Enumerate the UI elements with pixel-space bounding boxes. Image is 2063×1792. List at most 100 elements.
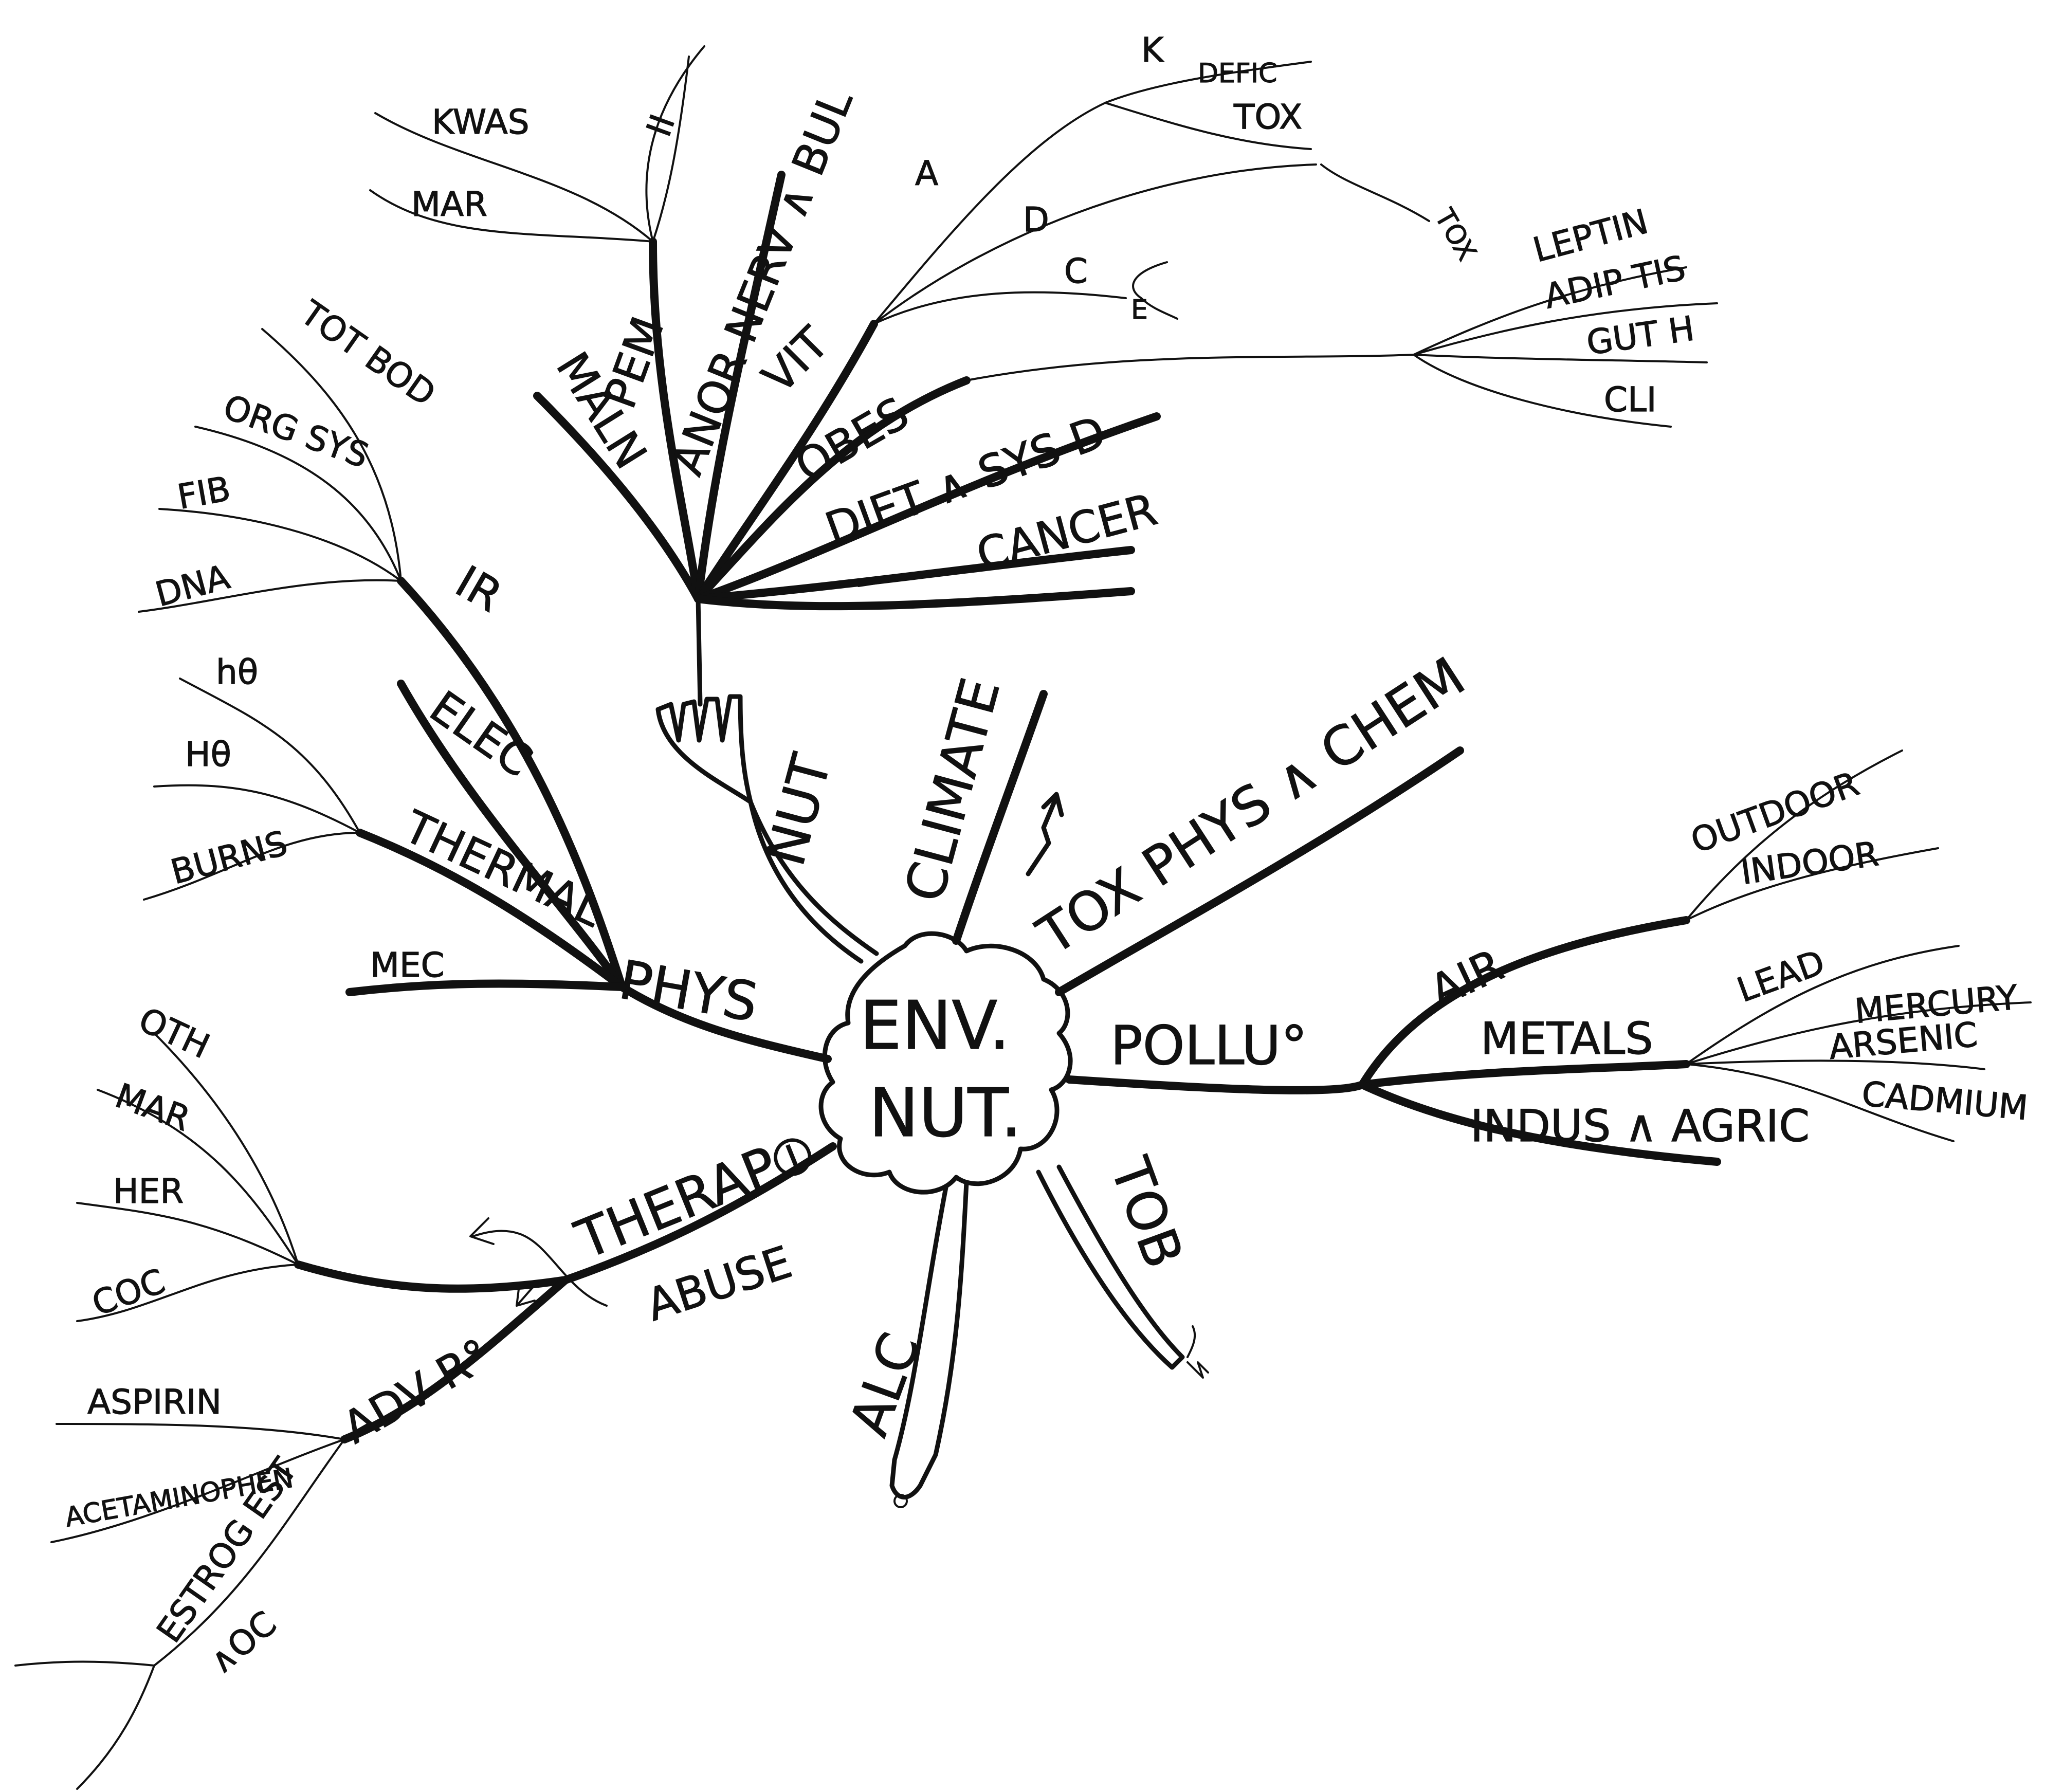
lead-line (1685, 945, 1960, 1065)
vit-d-line (873, 163, 1317, 325)
adv-label: ADV R° (335, 1329, 500, 1454)
gut-line (1413, 354, 1708, 363)
burns-label: BURNS (167, 823, 291, 892)
vit-c-line (873, 291, 1127, 325)
her-line (76, 1202, 299, 1266)
ho-high-label: Hθ (185, 735, 231, 774)
estrog-tail-line (14, 1660, 155, 1667)
tob-label: TOB (1098, 1149, 1195, 1276)
fork-icon (655, 694, 753, 804)
defic-line (1104, 61, 1312, 104)
gut-label: GUT H (1584, 308, 1697, 363)
pem-ii-line-2 (645, 45, 705, 243)
vit-d-tox-label: TOX (1428, 204, 1482, 266)
mercury-line (1685, 1001, 2032, 1065)
coc-line (76, 1264, 299, 1322)
climate-line (952, 690, 1048, 945)
phys-main-line (618, 983, 832, 1063)
arsenic-line (1685, 1059, 1985, 1070)
diet-branch (694, 412, 1161, 603)
obes-label: OBES (787, 388, 918, 492)
indus-line (1358, 1081, 1721, 1166)
mar2-label: MAR (111, 1076, 195, 1139)
abuse-label: ABUSE (641, 1236, 798, 1331)
metals-line (1358, 1060, 1690, 1089)
adv-line (340, 1276, 570, 1443)
nut-stem (696, 596, 703, 707)
vit-k-label: K (1141, 30, 1164, 70)
oth-label: OTH (133, 1000, 215, 1067)
central-title-line2: NUT. (869, 1074, 1022, 1152)
obes-line (965, 354, 1415, 381)
vit-e-mark (1132, 261, 1178, 320)
indoor-line (1685, 847, 1939, 921)
vit-a-line (873, 102, 1106, 325)
central-cloud (818, 931, 1073, 1195)
mercury-label: MERCURY (1853, 977, 2020, 1031)
mec-line (345, 979, 626, 996)
ir-line (397, 577, 626, 991)
indoor-label: INDOOR (1739, 834, 1882, 892)
dna-label: DNA (151, 557, 233, 614)
therap-main-line (561, 1142, 837, 1284)
vit-c-label: C (1064, 251, 1088, 291)
aspirin-label: ASPIRIN (87, 1382, 222, 1422)
cadmium-label: CADMIUM (1860, 1074, 2030, 1128)
fib-label: FIB (174, 469, 233, 517)
vit-d-tox-line (1320, 163, 1430, 222)
her-label: HER (113, 1172, 184, 1211)
kwas-line (374, 112, 654, 243)
fib-line (158, 508, 402, 582)
coc-label: COC (87, 1261, 170, 1324)
pem-label: PEM (594, 310, 674, 415)
cli-label: CLI (1604, 380, 1656, 419)
anor-branch (649, 237, 702, 603)
org-sys-line (194, 426, 402, 582)
outdoor-line (1685, 749, 1903, 921)
estrog-line (153, 1438, 345, 1667)
oc-line (76, 1665, 155, 1790)
tox-line (1104, 102, 1312, 150)
obes-branch (694, 376, 971, 603)
thermal-line (356, 829, 626, 991)
indus-label: INDUS ∧ AGRIC (1470, 1101, 1810, 1152)
bottle-cap (893, 1494, 908, 1508)
oc-label: ∧OC (201, 1603, 284, 1682)
metals-label: METALS (1481, 1013, 1653, 1065)
air-line (1358, 916, 1690, 1089)
elec-line (397, 680, 626, 991)
pollu-label: POLLU° (1110, 1014, 1307, 1077)
abuse-line (294, 1260, 570, 1293)
branch-tob: TOB (1036, 1149, 1209, 1379)
climate-arrow (1026, 792, 1064, 876)
branch-therap: THERAP⦶ ABUSE ADV R° OTH MAR HER COC ASP… (14, 999, 837, 1790)
adv-arrow (516, 1284, 536, 1307)
ir-label: IR (447, 556, 511, 623)
aspirin-line (56, 1423, 345, 1440)
cancer-branch-2 (694, 587, 1135, 611)
kwas-label: KWAS (432, 102, 530, 142)
cadmium-line (1685, 1063, 1955, 1142)
acetaminophen-line (50, 1438, 345, 1543)
branch-climate: CLIMATE (892, 671, 1064, 945)
cancer-branch (694, 546, 1135, 603)
cancer-label: CANCER (972, 484, 1162, 581)
tot-bod-line (261, 328, 402, 582)
ho-low-label: hθ (216, 652, 258, 692)
vit-e-label: E (1131, 295, 1148, 325)
maln-branch (533, 392, 702, 603)
ho-high-line (153, 784, 361, 834)
tox-label: TOX (1233, 97, 1302, 137)
central-node: ENV. NUT. (818, 931, 1073, 1195)
dna-line (138, 579, 402, 613)
vit-a-label: A (915, 154, 938, 193)
vit-d-label: D (1023, 200, 1049, 240)
ho-low-line (179, 678, 361, 834)
branch-tox: TOX PHYS ∧ CHEM (1026, 645, 1476, 996)
mec-label: MEC (370, 945, 445, 985)
nut-label: NUT (754, 747, 843, 872)
elec-label: ELEC (421, 681, 541, 787)
burns-line (143, 832, 361, 901)
abuse-arrow (469, 1217, 608, 1307)
